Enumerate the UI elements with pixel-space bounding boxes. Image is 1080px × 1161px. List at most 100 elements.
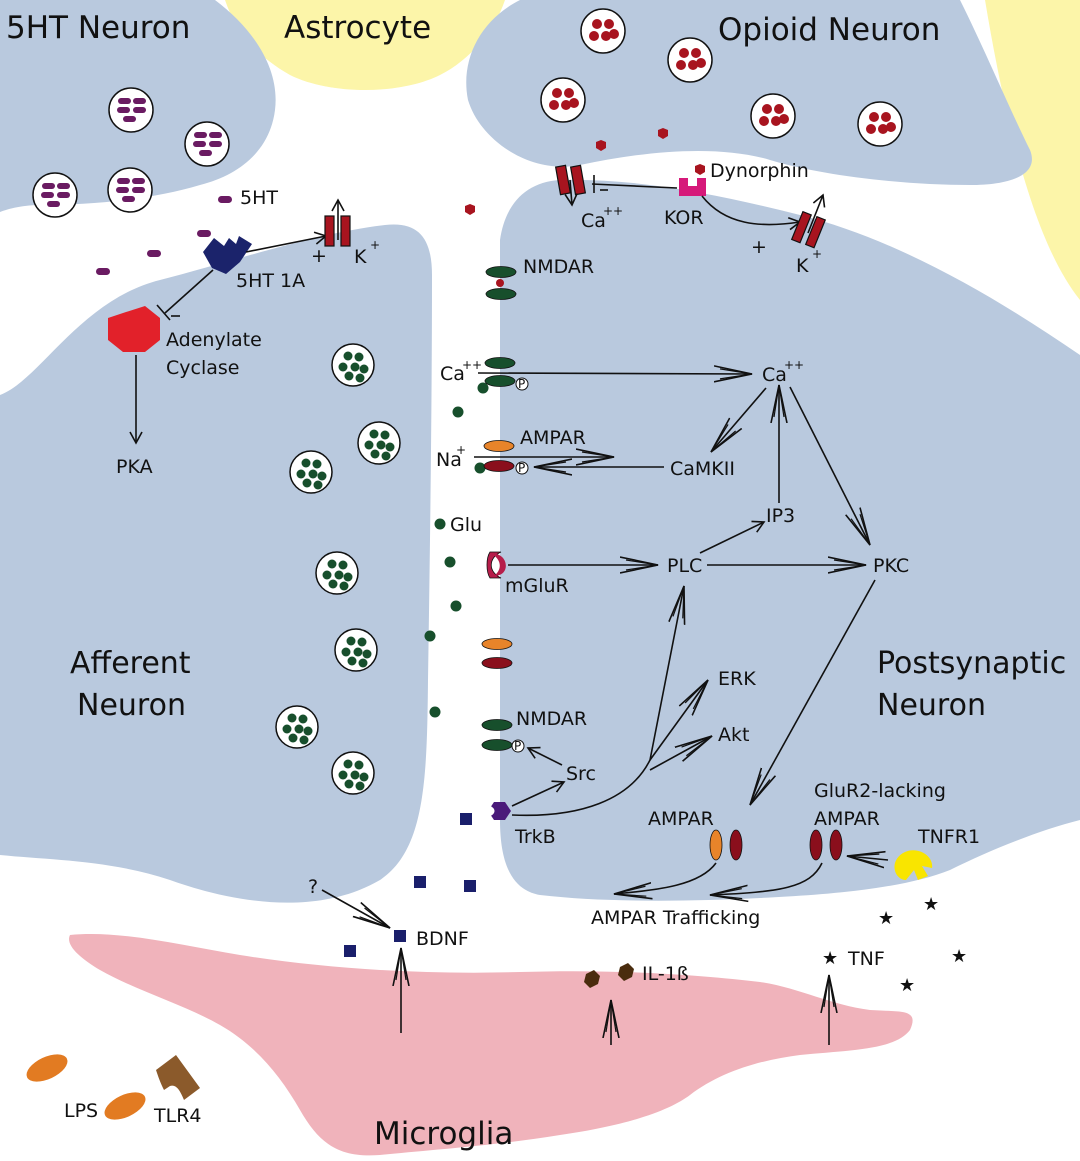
- glur2-ampar-label: AMPAR: [814, 808, 880, 830]
- ca-influx-arrow: [564, 179, 578, 207]
- glu-molecule: [429, 706, 441, 718]
- mglur-receptor-head: [492, 553, 506, 576]
- tnf-star-icon: ★: [951, 946, 967, 966]
- lps-molecule: [104, 1092, 146, 1120]
- plc-label: PLC: [667, 555, 702, 577]
- opioid-vesicle: [667, 37, 713, 83]
- afferent-neuron-body: [0, 224, 432, 903]
- 5ht-vesicle: [107, 167, 153, 213]
- plc-to-ip3-arrow: [699, 520, 766, 554]
- trkb-to-src-arrow: [511, 780, 566, 807]
- dynorphin-molecule: [695, 164, 705, 175]
- mglur-label: mGluR: [505, 575, 569, 597]
- microglia-process: [108, 940, 126, 951]
- ampar-receptor: [709, 829, 743, 861]
- afferent-label: Afferent: [70, 646, 191, 681]
- camkii-label: CaMKII: [670, 458, 735, 480]
- ca-influx-arrow: [477, 373, 752, 374]
- glur2-label: GluR2-lacking: [814, 780, 946, 802]
- phospho-tag: P: [511, 739, 525, 753]
- tnf-star-icon: ★: [822, 948, 838, 968]
- ip3-label: IP3: [766, 505, 795, 527]
- ampar-trafficking-label: AMPAR Trafficking: [591, 907, 760, 929]
- glu-molecule: [477, 382, 489, 394]
- kor-receptor: [679, 178, 706, 196]
- lps-molecule: [26, 1054, 68, 1082]
- pkc-label: PKC: [873, 555, 909, 577]
- 5ht-molecule: [197, 230, 211, 237]
- dynorphin-molecule: [596, 140, 606, 151]
- 5ht1a-label: 5HT 1A: [236, 270, 305, 292]
- astrocyte-right-body: [985, 0, 1080, 300]
- kor-inhibit-line: [591, 183, 678, 189]
- glu-vesicle: [315, 551, 359, 595]
- opioid-vesicle: [580, 8, 626, 54]
- ca-intracellular-label: Ca: [762, 364, 787, 386]
- trkb-label: TrkB: [514, 826, 556, 848]
- tnfr1-label: TNFR1: [917, 826, 980, 848]
- glu-molecule: [452, 406, 464, 418]
- postsynaptic-label: Postsynaptic: [877, 646, 1066, 681]
- astrocyte-body: [225, 0, 505, 90]
- k-charge: +: [812, 247, 822, 261]
- 5ht-neuron-title: 5HT Neuron: [6, 10, 190, 46]
- ampar-receptor: [483, 440, 515, 472]
- bdnf-label: BDNF: [416, 928, 469, 950]
- ampar-label: AMPAR: [520, 427, 586, 449]
- akt-label: Akt: [718, 724, 749, 746]
- trkb-receptor: [488, 802, 511, 820]
- tnf-label: TNF: [847, 948, 885, 970]
- astrocyte-title: Astrocyte: [284, 10, 431, 46]
- glu-vesicle: [334, 628, 378, 672]
- 5ht-molecule: [147, 250, 161, 257]
- glu-vesicle: [275, 705, 319, 749]
- opioid-vesicle: [857, 101, 903, 147]
- glur2-lacking-ampar: [809, 829, 843, 861]
- glu-vesicle: [331, 751, 375, 795]
- ca-label: Ca: [581, 210, 606, 232]
- na-charge: +: [456, 443, 466, 457]
- ca-to-pkc-arrow: [789, 386, 870, 545]
- ca-charge: ++: [784, 358, 804, 372]
- opioid-neuron-title: Opioid Neuron: [718, 12, 940, 48]
- mglur-receptor: [486, 551, 502, 579]
- tlr4-label: TLR4: [153, 1105, 201, 1127]
- bdnf-molecule: [464, 880, 476, 892]
- tnf-star-icon: ★: [923, 894, 939, 914]
- tnfr1-receptor: [894, 850, 933, 880]
- k-charge: +: [370, 238, 380, 252]
- k-efflux-arrow: [807, 193, 826, 234]
- phospho-label: P: [518, 377, 525, 391]
- tnfr1-to-glur2-arrow: [847, 856, 889, 860]
- k-channel: [324, 215, 351, 247]
- phospho-label: P: [514, 739, 521, 753]
- microglia-title: Microglia: [374, 1116, 513, 1152]
- src-label: Src: [566, 763, 596, 785]
- tlr4-receptor: [156, 1055, 200, 1100]
- glur2-trafficking-arrow: [710, 862, 823, 895]
- plus-label: +: [751, 236, 767, 258]
- src-to-nmdar-arrow: [526, 746, 563, 766]
- k-label: K: [796, 255, 809, 277]
- il1b-label: IL-1ß: [642, 963, 689, 985]
- 5ht-molecule: [96, 268, 110, 275]
- postsynaptic-neuron-body: [500, 179, 1080, 901]
- opioid-vesicle: [540, 77, 586, 123]
- ampar-trafficking-arrow: [614, 862, 717, 894]
- phospho-tag: P: [515, 377, 529, 391]
- phospho-tag: P: [515, 461, 529, 475]
- glu-molecule: [450, 600, 462, 612]
- il1b-molecule: [584, 970, 600, 988]
- microglia-body: [69, 934, 913, 1156]
- glu-label: Glu: [450, 514, 482, 536]
- ca-label: Ca: [440, 363, 465, 385]
- trkb-notch: [487, 805, 495, 817]
- glu-molecule: [424, 630, 436, 642]
- postsynaptic-label-line2: Neuron: [877, 688, 986, 723]
- pka-label: PKA: [116, 456, 153, 478]
- k-channel: [790, 210, 827, 249]
- glu-vesicle: [357, 421, 401, 465]
- trkb-to-plc-arrow: [511, 586, 684, 817]
